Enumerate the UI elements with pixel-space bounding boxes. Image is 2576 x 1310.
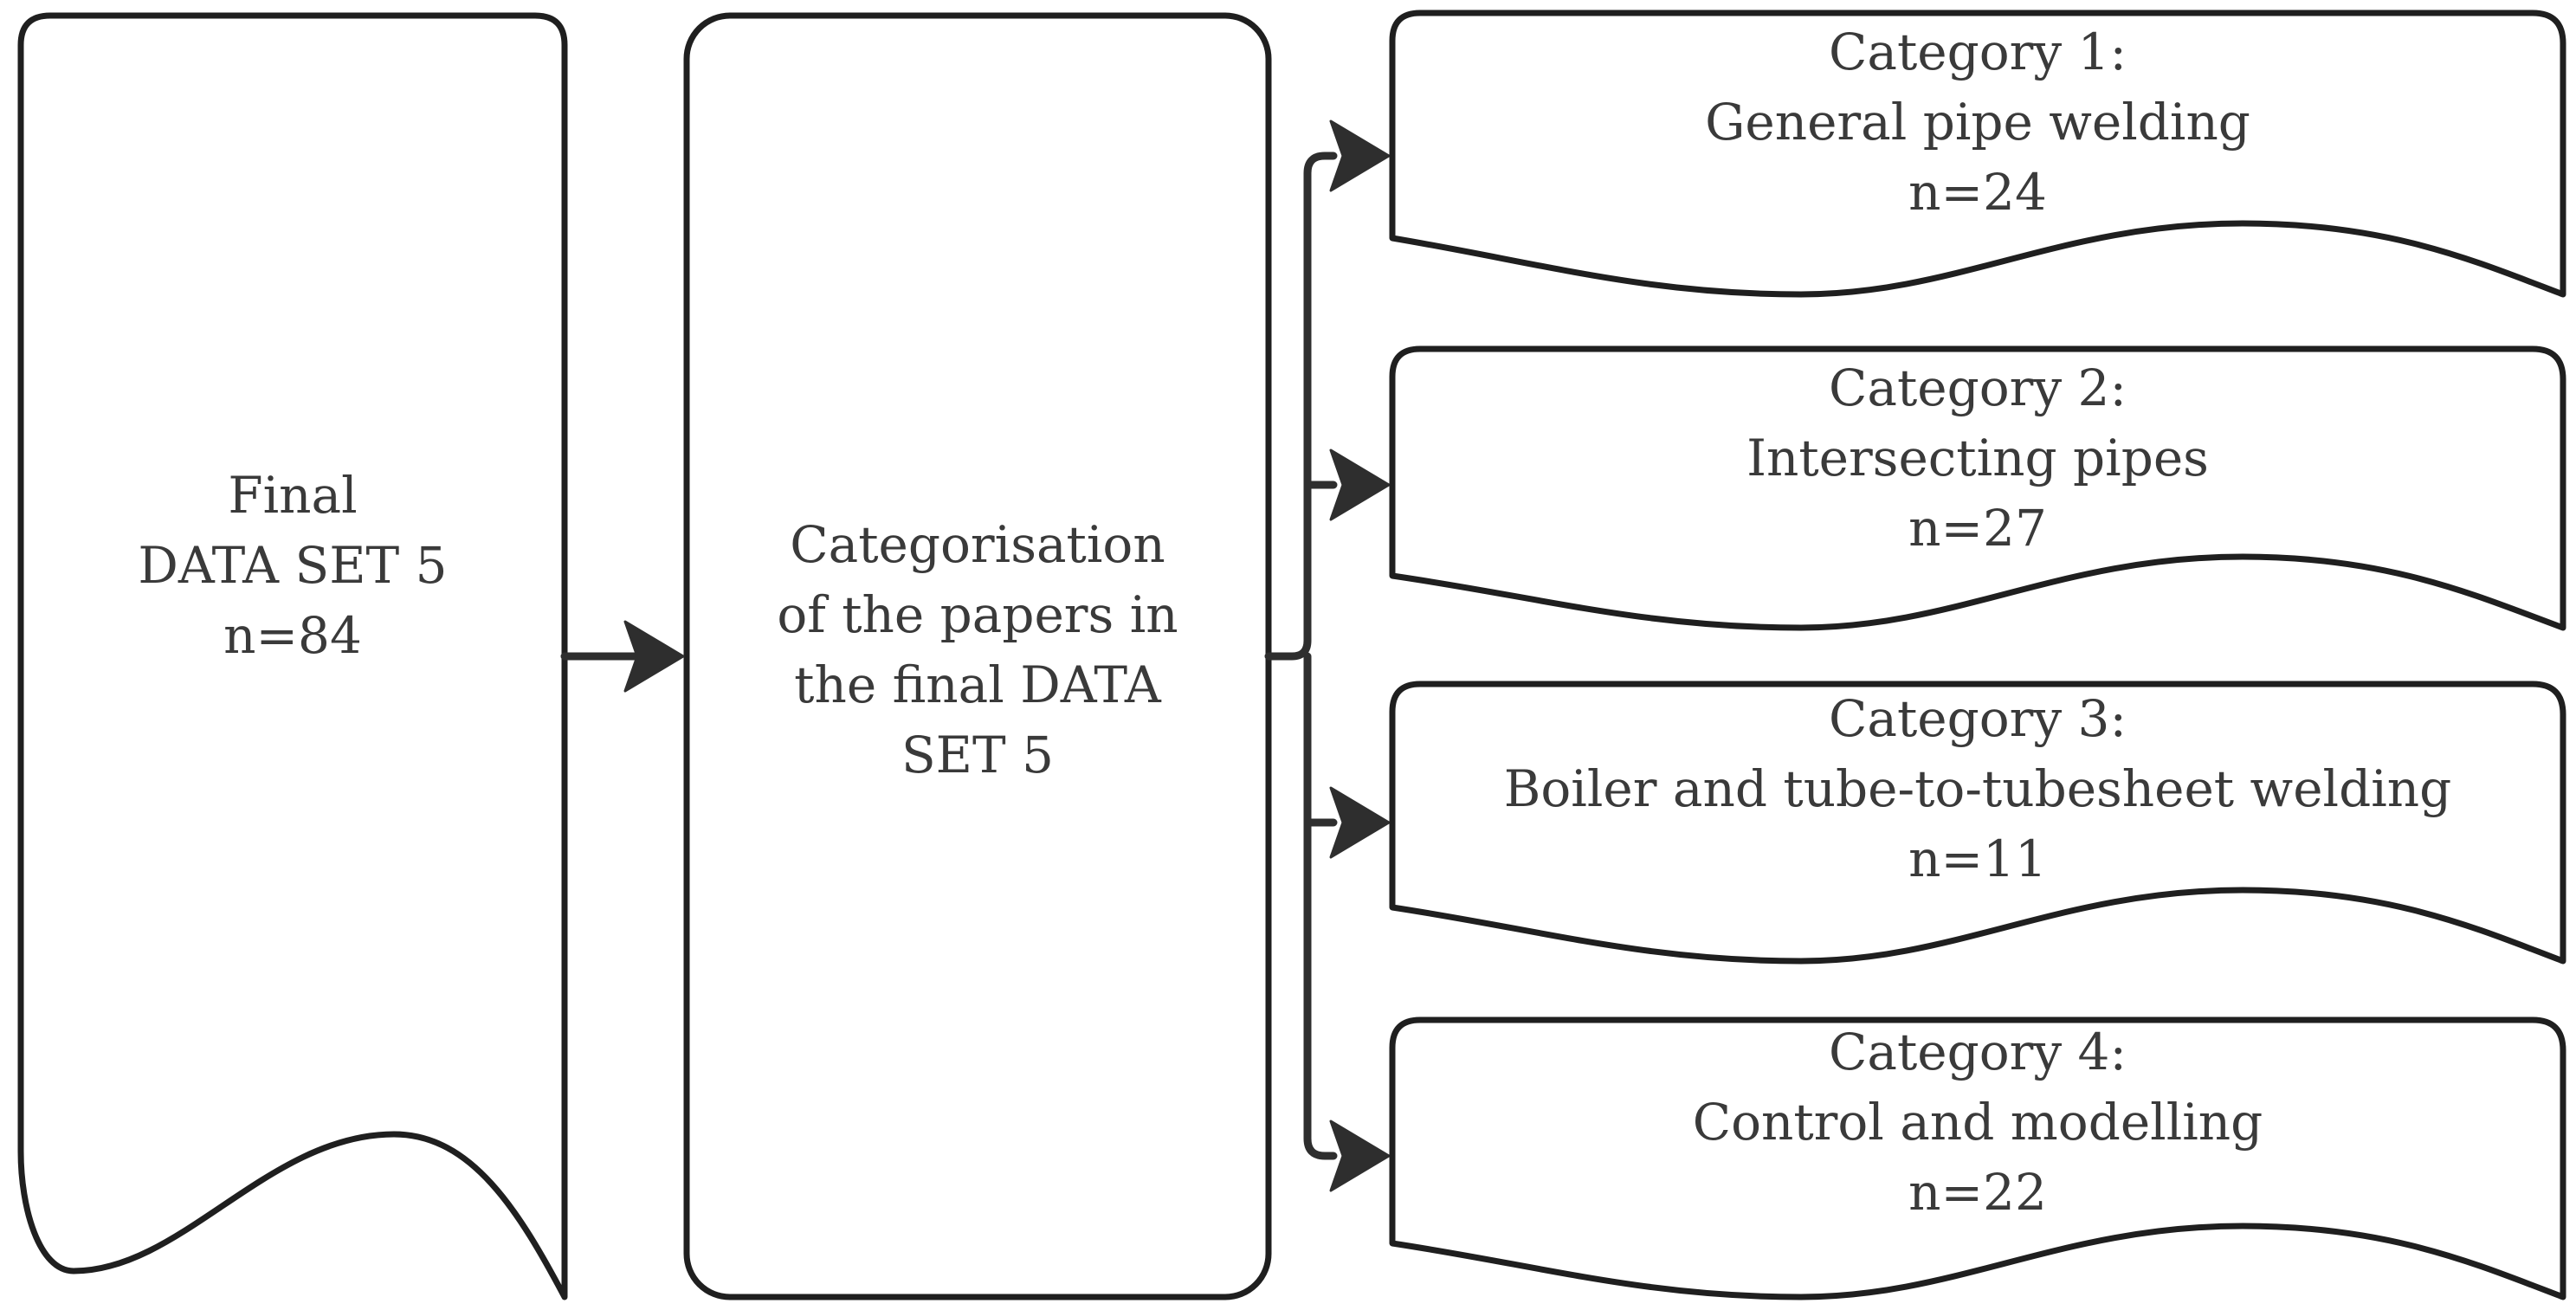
category-3-label: Category 3: Boiler and tube-to-tubesheet… — [1392, 684, 2563, 894]
category-3-heading: Category 3: — [1828, 689, 2127, 748]
category-2-label: Category 2: Intersecting pipes n=27 — [1392, 353, 2563, 564]
source-document-shape — [17, 12, 568, 1300]
category-3-document-shape — [1389, 681, 2566, 965]
category-4-label: Category 4: Control and modelling n=22 — [1392, 1017, 2563, 1228]
source-to-process-arrowhead — [623, 620, 685, 693]
category-1-count: n=24 — [1908, 163, 2047, 222]
process-box-line-1: Categorisation — [790, 515, 1165, 574]
source-box-line-2: DATA SET 5 — [138, 536, 448, 595]
category-2-heading: Category 2: — [1828, 358, 2127, 417]
process-box-label: Categorisation of the papers in the fina… — [687, 510, 1269, 791]
category-4-count: n=22 — [1908, 1163, 2047, 1222]
category-1-arrowhead — [1329, 119, 1391, 192]
category-1-label: Category 1: General pipe welding n=24 — [1392, 17, 2563, 228]
category-2-document-shape — [1389, 345, 2566, 631]
process-box-line-3: the final DATA — [794, 655, 1161, 714]
source-box-label: Final DATA SET 5 n=84 — [21, 461, 565, 671]
category-4-name: Control and modelling — [1692, 1093, 2263, 1152]
branch-connector — [1264, 152, 1338, 1160]
category-2-name: Intersecting pipes — [1746, 429, 2209, 487]
category-1-name: General pipe welding — [1705, 93, 2250, 152]
source-box-line-3: n=84 — [223, 606, 362, 665]
category-2-count: n=27 — [1908, 499, 2047, 558]
category-4-arrowhead — [1329, 1120, 1391, 1192]
category-4-heading: Category 4: — [1828, 1023, 2127, 1081]
category-2-arrowhead — [1329, 448, 1391, 521]
process-box-line-2: of the papers in — [777, 585, 1178, 644]
category-4-document-shape — [1389, 1016, 2566, 1300]
source-box-line-1: Final — [228, 466, 358, 525]
process-box-line-4: SET 5 — [901, 726, 1055, 784]
category-3-name: Boiler and tube-to-tubesheet welding — [1503, 759, 2452, 818]
category-1-document-shape — [1389, 10, 2566, 298]
category-3-arrowhead — [1329, 786, 1391, 859]
category-1-heading: Category 1: — [1828, 23, 2127, 81]
category-3-count: n=11 — [1908, 829, 2047, 888]
